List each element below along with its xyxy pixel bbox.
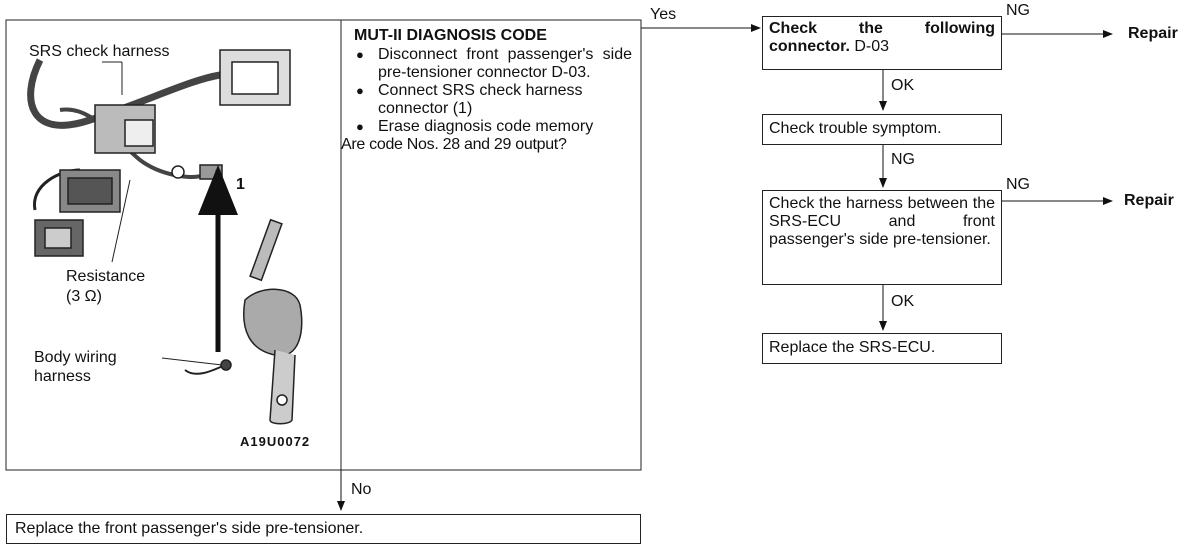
step-1: Disconnect front passenger's side pre-te… (354, 46, 632, 82)
diagnosis-panel: MUT-II DIAGNOSIS CODE Disconnect front p… (341, 27, 632, 154)
replace-pretensioner-text: Replace the front passenger's side pre-t… (15, 520, 364, 537)
figure-code: A19U0072 (240, 434, 311, 449)
diagnosis-question: Are code Nos. 28 and 29 output? (341, 136, 567, 153)
label-srs-check-harness: SRS check harness (29, 43, 170, 60)
yes-label: Yes (650, 6, 677, 23)
ng-label-1: NG (1006, 2, 1030, 19)
replace-ecu-box: Replace the SRS-ECU. (762, 333, 1002, 364)
ok-label-1: OK (891, 77, 915, 94)
diagnosis-title: MUT-II DIAGNOSIS CODE (354, 27, 547, 44)
label-body-wiring-2: harness (34, 368, 91, 385)
label-connector-1: 1 (236, 176, 245, 193)
no-label: No (351, 481, 372, 498)
check-harness-box: Check the harness between the SRS-ECU an… (762, 190, 1002, 285)
step-2: Connect SRS check harness connector (1) (354, 82, 632, 118)
diagnosis-steps: Disconnect front passenger's side pre-te… (354, 46, 632, 136)
check-symptom-box: Check trouble symptom. (762, 114, 1002, 145)
step-3: Erase diagnosis code memory (354, 118, 632, 136)
check-harness-text: Check the harness between the SRS-ECU an… (769, 195, 995, 248)
repair-label-2: Repair (1124, 192, 1174, 209)
check-connector-title: Check the following connector. (769, 20, 995, 55)
label-body-wiring: Body wiring (34, 349, 117, 366)
ok-label-2: OK (891, 293, 915, 310)
check-connector-code: D-03 (854, 38, 890, 55)
diagnosis-frame (5, 19, 642, 471)
label-resistance-value: (3 Ω) (66, 288, 102, 305)
repair-label-1: Repair (1128, 25, 1178, 42)
label-resistance: Resistance (66, 268, 146, 285)
ng-label-3: NG (1006, 176, 1030, 193)
replace-ecu-text: Replace the SRS-ECU. (769, 339, 936, 356)
ng-label-2: NG (891, 151, 915, 168)
check-connector-box: Check the following connector. D-03 (762, 16, 1002, 70)
check-symptom-text: Check trouble symptom. (769, 120, 942, 137)
replace-pretensioner-box: Replace the front passenger's side pre-t… (6, 514, 641, 544)
srs-harness-illustration (27, 49, 303, 425)
